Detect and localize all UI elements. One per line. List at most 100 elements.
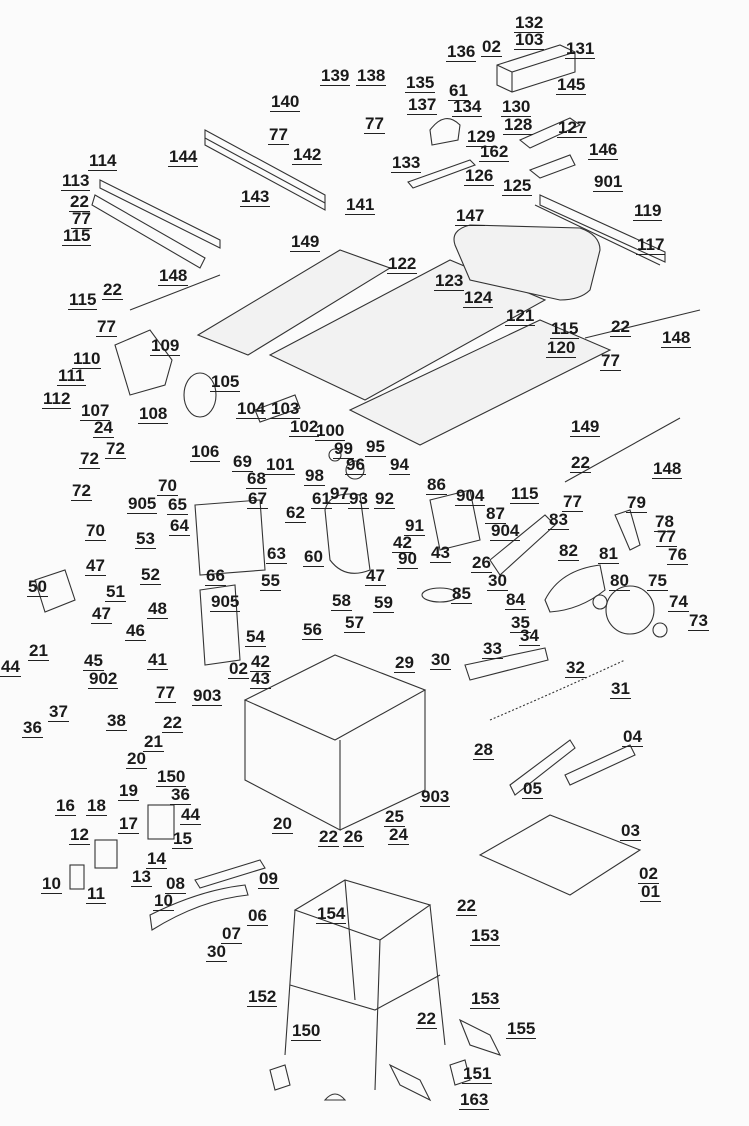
part-label-47: 47 — [91, 604, 112, 624]
part-label-109: 109 — [150, 336, 181, 356]
part-label-151: 151 — [462, 1064, 493, 1084]
part-label-149: 149 — [290, 232, 321, 252]
part-label-65: 65 — [167, 495, 188, 515]
part-label-61: 61 — [448, 81, 469, 101]
part-label-129: 129 — [466, 127, 497, 147]
part-label-22: 22 — [102, 280, 123, 300]
part-label-110: 110 — [72, 349, 102, 369]
part-label-59: 59 — [373, 593, 394, 613]
part-label-87: 87 — [485, 504, 506, 524]
part-label-135: 135 — [405, 73, 436, 93]
part-label-01: 01 — [640, 882, 661, 902]
part-label-13: 13 — [131, 867, 152, 887]
part-label-08: 08 — [165, 874, 186, 894]
part-label-131: 131 — [565, 39, 596, 59]
part-label-123: 123 — [434, 271, 465, 291]
part-label-148: 148 — [661, 328, 692, 348]
part-label-117: 117 — [636, 235, 666, 255]
part-label-60: 60 — [303, 547, 324, 567]
miter-bar-133 — [407, 159, 476, 189]
part-label-05: 05 — [522, 779, 543, 799]
part-label-22: 22 — [69, 192, 90, 212]
part-label-68: 68 — [246, 469, 267, 489]
part-label-84: 84 — [505, 590, 526, 610]
part-label-98: 98 — [304, 466, 325, 486]
plate-125 — [528, 154, 576, 179]
part-label-80: 80 — [609, 571, 630, 591]
part-label-36: 36 — [22, 718, 43, 738]
stand-group — [269, 879, 502, 1102]
part-label-114: 114 — [88, 151, 118, 171]
part-label-150: 150 — [156, 767, 187, 787]
part-label-11: 11 — [86, 884, 106, 904]
part-label-02: 02 — [638, 864, 659, 884]
part-label-73: 73 — [688, 611, 709, 631]
part-label-85: 85 — [451, 584, 472, 604]
rip-fence-body-131 — [496, 44, 576, 93]
part-label-101: 101 — [265, 455, 296, 475]
table-main-121 — [268, 259, 547, 401]
part-label-77: 77 — [268, 125, 289, 145]
switch-cover-11 — [69, 864, 85, 890]
stand-crossbar-150 — [289, 974, 441, 1011]
fence-assembly — [91, 44, 666, 269]
table-insert-03 — [478, 814, 642, 896]
drive-belt-85 — [421, 587, 459, 603]
part-label-58: 58 — [331, 591, 352, 611]
part-label-148: 148 — [158, 266, 189, 286]
part-label-04: 04 — [622, 727, 643, 747]
part-label-146: 146 — [588, 140, 619, 160]
part-label-145: 145 — [556, 75, 587, 95]
part-label-21: 21 — [28, 641, 49, 661]
part-label-52: 52 — [140, 565, 161, 585]
part-label-30: 30 — [206, 942, 227, 962]
part-label-17: 17 — [118, 814, 139, 834]
part-label-20: 20 — [272, 814, 293, 834]
part-label-18: 18 — [86, 796, 107, 816]
arm-83 — [489, 514, 556, 576]
knob-50 — [34, 569, 76, 613]
part-label-103: 103 — [270, 399, 301, 419]
part-label-128: 128 — [503, 115, 534, 135]
part-label-48: 48 — [147, 599, 168, 619]
motor-mount-66 — [194, 499, 266, 576]
part-label-19: 19 — [118, 781, 139, 801]
part-label-83: 83 — [548, 510, 569, 530]
part-label-42: 42 — [392, 533, 413, 553]
blade-group — [34, 489, 668, 666]
part-label-115: 115 — [550, 319, 580, 339]
part-label-130: 130 — [501, 97, 532, 117]
rail-114 — [99, 179, 221, 249]
part-label-154: 154 — [316, 904, 347, 924]
foot-151-b — [323, 1093, 347, 1101]
insert-plate-147 — [453, 224, 601, 301]
part-label-34: 34 — [519, 626, 540, 646]
bracket-79 — [614, 509, 641, 551]
part-label-133: 133 — [391, 153, 422, 173]
part-label-75: 75 — [647, 571, 668, 591]
part-label-127: 127 — [557, 118, 588, 138]
part-label-122: 122 — [387, 254, 418, 274]
part-label-56: 56 — [302, 620, 323, 640]
part-label-22: 22 — [318, 827, 339, 847]
part-label-150: 150 — [291, 1021, 322, 1041]
part-label-22: 22 — [570, 453, 591, 473]
part-label-50: 50 — [27, 577, 48, 597]
part-label-152: 152 — [247, 987, 278, 1007]
part-label-44: 44 — [0, 657, 21, 677]
part-label-30: 30 — [487, 571, 508, 591]
part-label-903: 903 — [420, 787, 451, 807]
part-label-74: 74 — [668, 592, 689, 612]
part-label-91: 91 — [404, 516, 425, 536]
part-label-90: 90 — [397, 549, 418, 569]
riving-knife-05 — [509, 739, 576, 796]
motor-stator-105 — [183, 372, 217, 418]
part-label-32: 32 — [565, 658, 586, 678]
part-label-66: 66 — [205, 566, 226, 586]
part-label-44: 44 — [180, 805, 201, 825]
part-label-12: 12 — [69, 825, 90, 845]
part-label-10: 10 — [41, 874, 62, 894]
part-label-119: 119 — [633, 201, 663, 221]
part-label-153: 153 — [470, 926, 501, 946]
part-label-25: 25 — [384, 807, 405, 827]
